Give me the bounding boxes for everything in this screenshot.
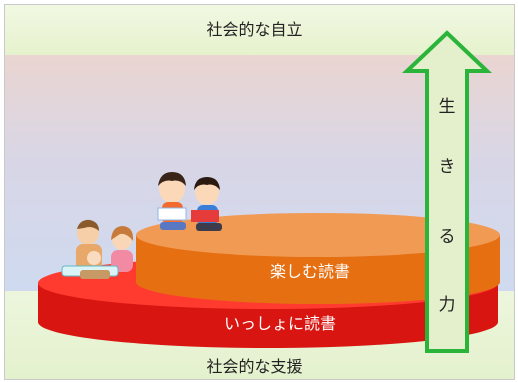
upper-tier-disk (136, 213, 500, 304)
arrow-char-sei: 生 (438, 97, 456, 117)
upper-tier-label: 楽しむ読書 (270, 262, 351, 281)
family-reading-illustration (61, 219, 134, 279)
arrow-char-chikara: 力 (438, 295, 456, 315)
bottom-label: 社会的な支援 (206, 357, 303, 376)
arrow-char-ru: る (438, 227, 456, 247)
upward-arrow (401, 30, 493, 353)
arrow-char-ki: き (438, 157, 456, 177)
top-label: 社会的な自立 (206, 20, 303, 39)
lower-tier-label: いっしょに読書 (224, 314, 337, 333)
children-reading-illustration (157, 172, 222, 231)
top-band (5, 5, 514, 55)
